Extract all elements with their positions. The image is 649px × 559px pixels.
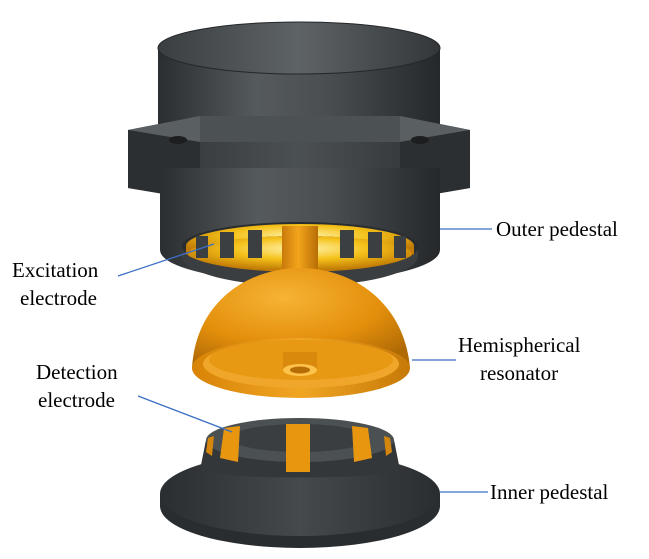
label-hemispherical-resonator-line2: resonator	[480, 361, 559, 385]
leader-line-excitation-electrode	[117, 243, 215, 277]
label-hemispherical-resonator-line1: Hemispherical	[458, 333, 581, 357]
label-detection-electrode-line2: electrode	[38, 388, 115, 412]
label-detection-electrode-line1: Detection	[36, 360, 118, 384]
hemispherical-resonator-shape	[192, 268, 410, 398]
label-inner-pedestal: Inner pedestal	[490, 480, 609, 504]
leader-line-detection-electrode	[137, 395, 233, 433]
inner-pedestal-shape	[160, 418, 440, 548]
label-excitation-electrode-line2: electrode	[20, 286, 97, 310]
outer-pedestal-shape	[128, 21, 470, 286]
label-outer-pedestal: Outer pedestal	[496, 217, 618, 241]
label-excitation-electrode-line1: Excitation	[12, 258, 99, 282]
leader-lines	[117, 228, 492, 493]
